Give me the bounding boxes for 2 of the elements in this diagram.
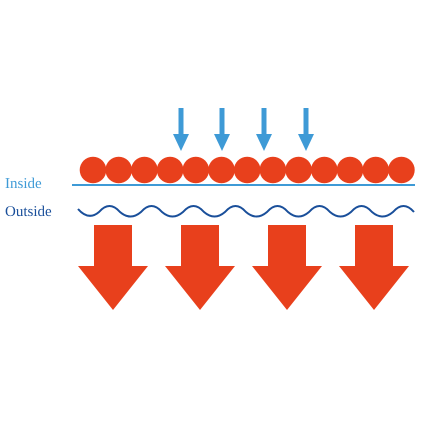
region-label: Outside (5, 204, 52, 220)
region-label: Inside (5, 176, 42, 192)
